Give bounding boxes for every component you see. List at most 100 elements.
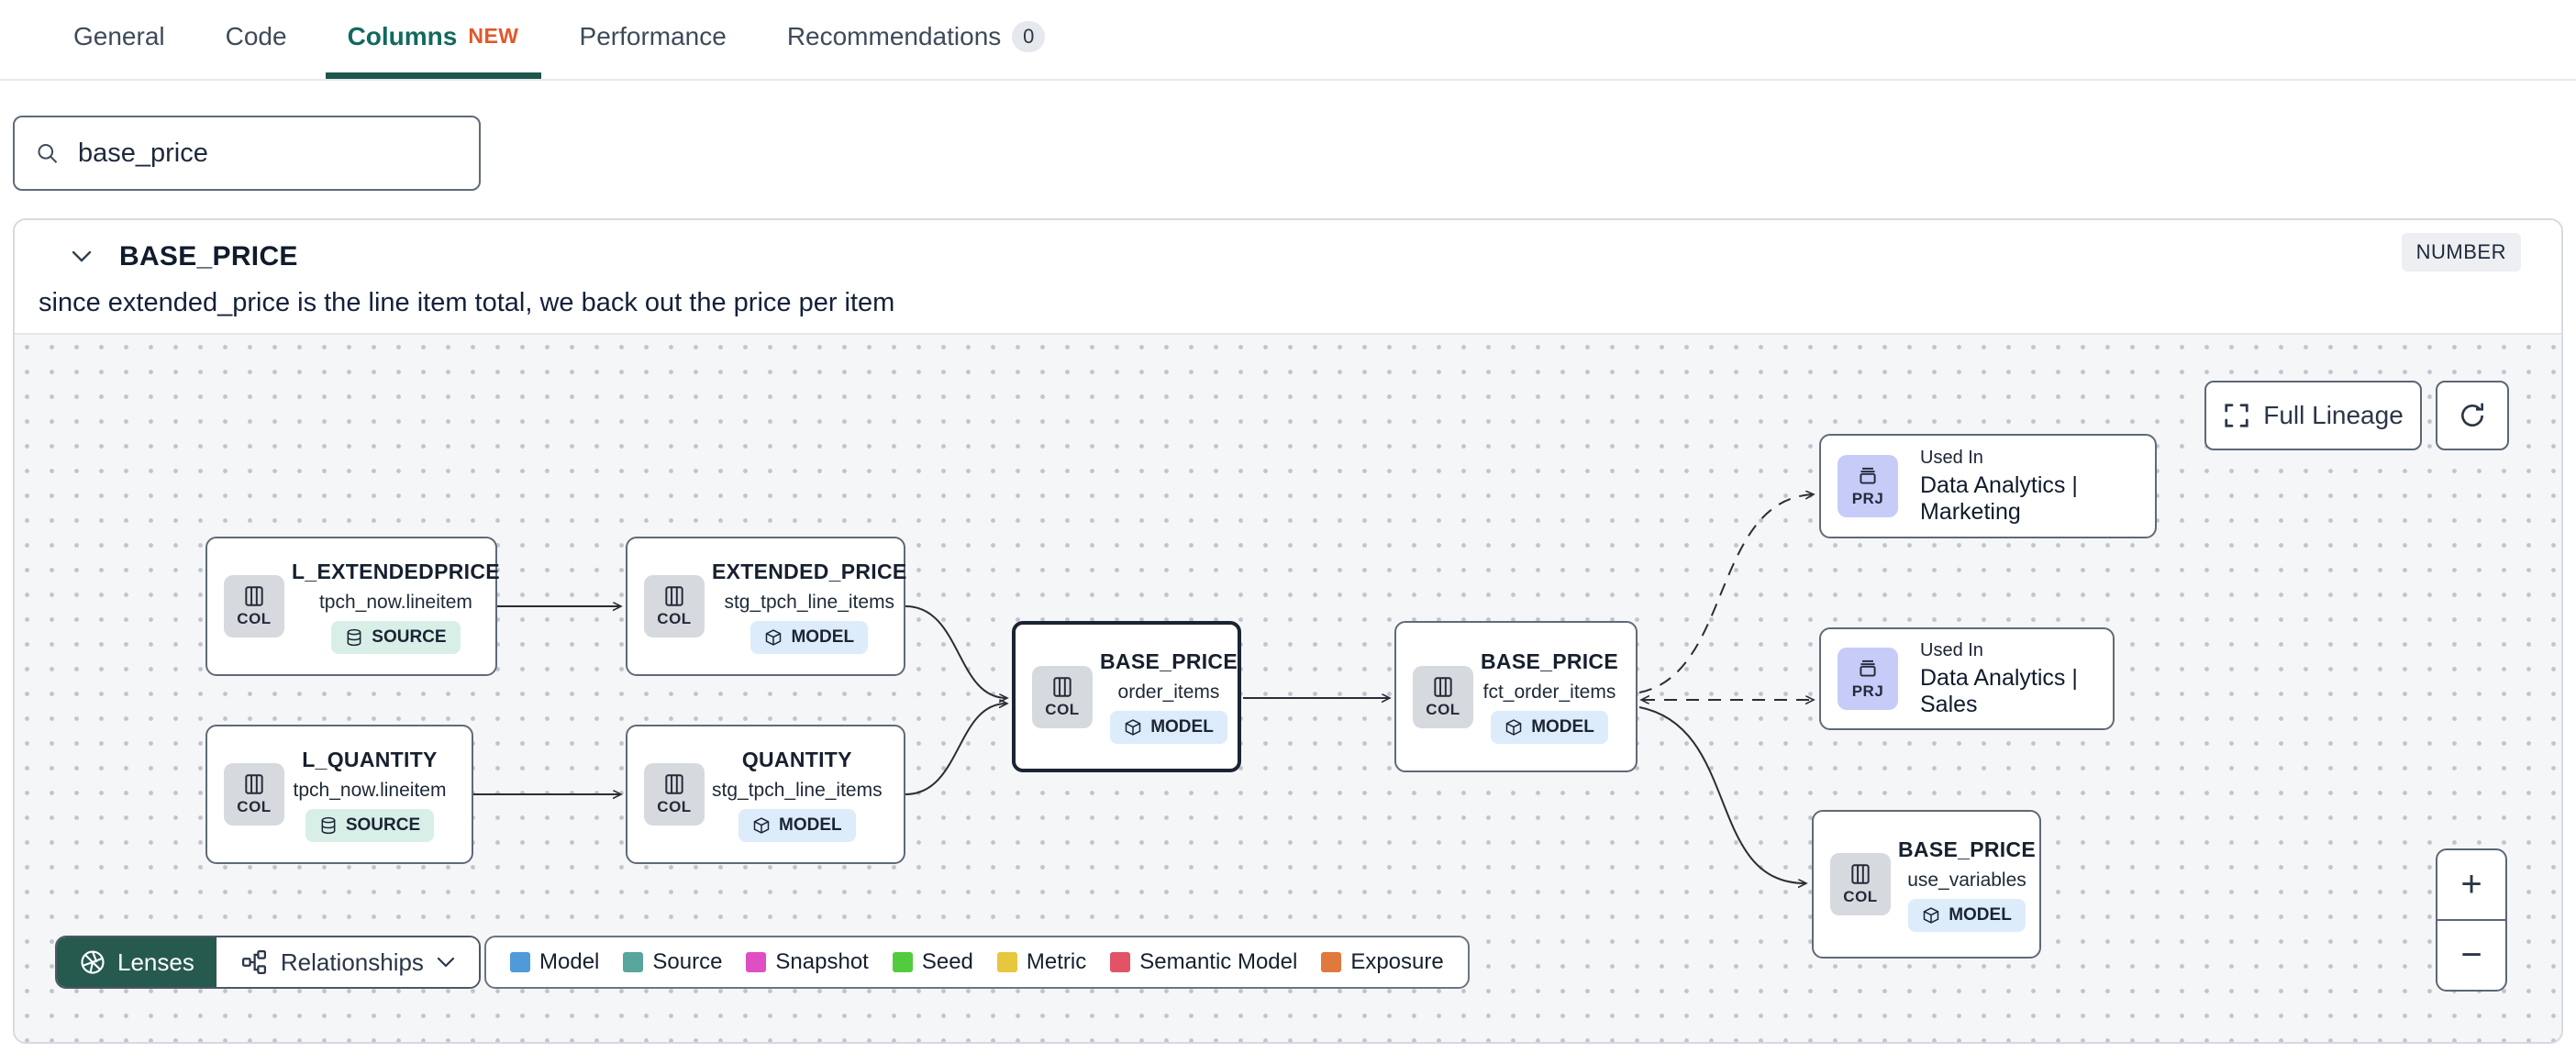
model-badge: MODEL [738, 808, 856, 842]
zoom-in-button[interactable]: + [2437, 850, 2505, 921]
node-base-price-use-variables[interactable]: COL BASE_PRICE use_variables MODEL [1812, 810, 2041, 959]
used-in-label: Used In [1920, 447, 1983, 468]
search-input[interactable] [77, 138, 459, 169]
legend-label: Semantic Model [1139, 949, 1298, 974]
legend-item-model: Model [510, 949, 599, 975]
chevron-down-icon[interactable] [72, 250, 92, 263]
zoom-out-button[interactable]: − [2460, 935, 2482, 975]
node-extended-price[interactable]: COL EXTENDED_PRICE stg_tpch_line_items M… [626, 537, 906, 676]
tile-label: COL [657, 610, 692, 627]
prj-tile: PRJ [1838, 648, 1898, 710]
legend-item-metric: Metric [996, 949, 1087, 975]
resource-legend: Model Source Snapshot Seed Metric Semant… [484, 936, 1470, 989]
relationships-dropdown[interactable]: Relationships [216, 937, 479, 987]
cube-icon [1505, 719, 1522, 736]
relationships-icon [241, 950, 266, 974]
tile-label: COL [237, 798, 272, 815]
relationships-label: Relationships [280, 948, 424, 976]
tab-columns-label: Columns [347, 21, 458, 50]
legend-item-snapshot: Snapshot [746, 949, 869, 975]
node-subtitle: order_items [1117, 682, 1220, 703]
source-badge: SOURCE [305, 808, 435, 842]
archive-icon [1860, 467, 1876, 484]
tab-code-label: Code [225, 21, 287, 50]
full-lineage-label: Full Lineage [2263, 401, 2404, 429]
tab-performance-label: Performance [579, 21, 727, 50]
full-lineage-button[interactable]: Full Lineage [2204, 381, 2422, 450]
semantic-model-swatch [1110, 952, 1131, 972]
column-search[interactable] [13, 116, 481, 191]
refresh-button[interactable] [2436, 381, 2509, 450]
snapshot-swatch [746, 952, 767, 972]
zoom-controls: + − [2436, 848, 2507, 992]
badge-label: SOURCE [372, 626, 447, 647]
columns-icon [245, 586, 263, 606]
col-tile: COL [1413, 665, 1473, 728]
expand-icon [2225, 404, 2248, 427]
legend-item-seed: Seed [892, 949, 973, 975]
tab-recommendations[interactable]: Recommendations 0 [765, 0, 1067, 79]
archive-icon [1860, 660, 1876, 677]
legend-label: Snapshot [775, 949, 869, 974]
model-badge: MODEL [1491, 711, 1608, 744]
exposure-name: Data Analytics | Sales [1920, 664, 2078, 717]
tab-recommendations-label: Recommendations [786, 21, 1002, 50]
node-title: QUANTITY [741, 747, 852, 771]
tab-columns[interactable]: Columns NEW [325, 0, 541, 79]
legend-item-semantic-model: Semantic Model [1110, 949, 1297, 975]
node-used-in-marketing[interactable]: PRJ Used In Data Analytics | Marketing [1819, 434, 2157, 538]
lens-aperture-icon [81, 950, 105, 974]
metric-swatch [996, 952, 1017, 972]
node-base-price-fct-order-items[interactable]: COL BASE_PRICE fct_order_items MODEL [1394, 621, 1638, 772]
legend-item-exposure: Exposure [1321, 949, 1444, 975]
columns-icon [665, 774, 683, 794]
tile-label: COL [1045, 700, 1080, 718]
node-l-quantity[interactable]: COL L_QUANTITY tpch_now.lineitem SOURCE [205, 725, 473, 864]
node-subtitle: use_variables [1907, 869, 2026, 891]
column-detail-card: BASE_PRICE NUMBER since extended_price i… [13, 218, 2563, 1044]
badge-label: MODEL [1949, 904, 2012, 925]
tab-general[interactable]: General [51, 0, 187, 79]
prj-tile: PRJ [1838, 455, 1898, 517]
node-title: BASE_PRICE [1100, 649, 1238, 673]
legend-label: Metric [1026, 949, 1087, 974]
legend-label: Source [652, 949, 723, 974]
col-tile: COL [1032, 665, 1093, 728]
new-badge: NEW [468, 24, 519, 48]
node-l-extendedprice[interactable]: COL L_EXTENDEDPRICE tpch_now.lineitem SO… [205, 537, 500, 676]
seed-swatch [892, 952, 913, 972]
cube-icon [753, 816, 770, 834]
source-swatch [623, 952, 644, 972]
column-description: since extended_price is the line item to… [39, 288, 895, 317]
cube-icon [766, 628, 782, 646]
node-base-price-order-items[interactable]: COL BASE_PRICE order_items MODEL [1012, 621, 1241, 772]
legend-item-source: Source [623, 949, 722, 975]
column-type-badge: NUMBER [2401, 233, 2521, 272]
lineage-canvas[interactable]: Full Lineage COL L_EXTENDEDPRICE tpch_no… [15, 335, 2561, 1042]
columns-icon [665, 586, 683, 606]
columns-icon [1053, 676, 1071, 697]
columns-icon [1851, 864, 1870, 884]
node-subtitle: stg_tpch_line_items [712, 779, 883, 801]
search-icon [38, 144, 58, 163]
node-subtitle: stg_tpch_line_items [724, 591, 895, 613]
node-title: BASE_PRICE [1481, 649, 1618, 673]
node-used-in-sales[interactable]: PRJ Used In Data Analytics | Sales [1819, 627, 2115, 730]
lenses-button[interactable]: Lenses [57, 937, 217, 987]
cube-icon [1125, 719, 1141, 736]
used-in-label: Used In [1920, 639, 1983, 660]
recommendations-count-badge: 0 [1012, 20, 1046, 52]
tab-code[interactable]: Code [204, 0, 309, 79]
legend-label: Exposure [1350, 949, 1444, 974]
model-badge: MODEL [750, 620, 869, 654]
database-icon [321, 816, 336, 834]
badge-label: MODEL [1150, 717, 1214, 737]
model-badge: MODEL [1908, 898, 2026, 932]
tile-label: PRJ [1851, 682, 1884, 700]
lenses-label: Lenses [117, 948, 194, 976]
col-tile: COL [224, 575, 284, 637]
tab-bar: General Code Columns NEW Performance Rec… [0, 0, 2576, 81]
tab-performance[interactable]: Performance [558, 0, 749, 79]
node-quantity[interactable]: COL QUANTITY stg_tpch_line_items MODEL [626, 725, 905, 864]
